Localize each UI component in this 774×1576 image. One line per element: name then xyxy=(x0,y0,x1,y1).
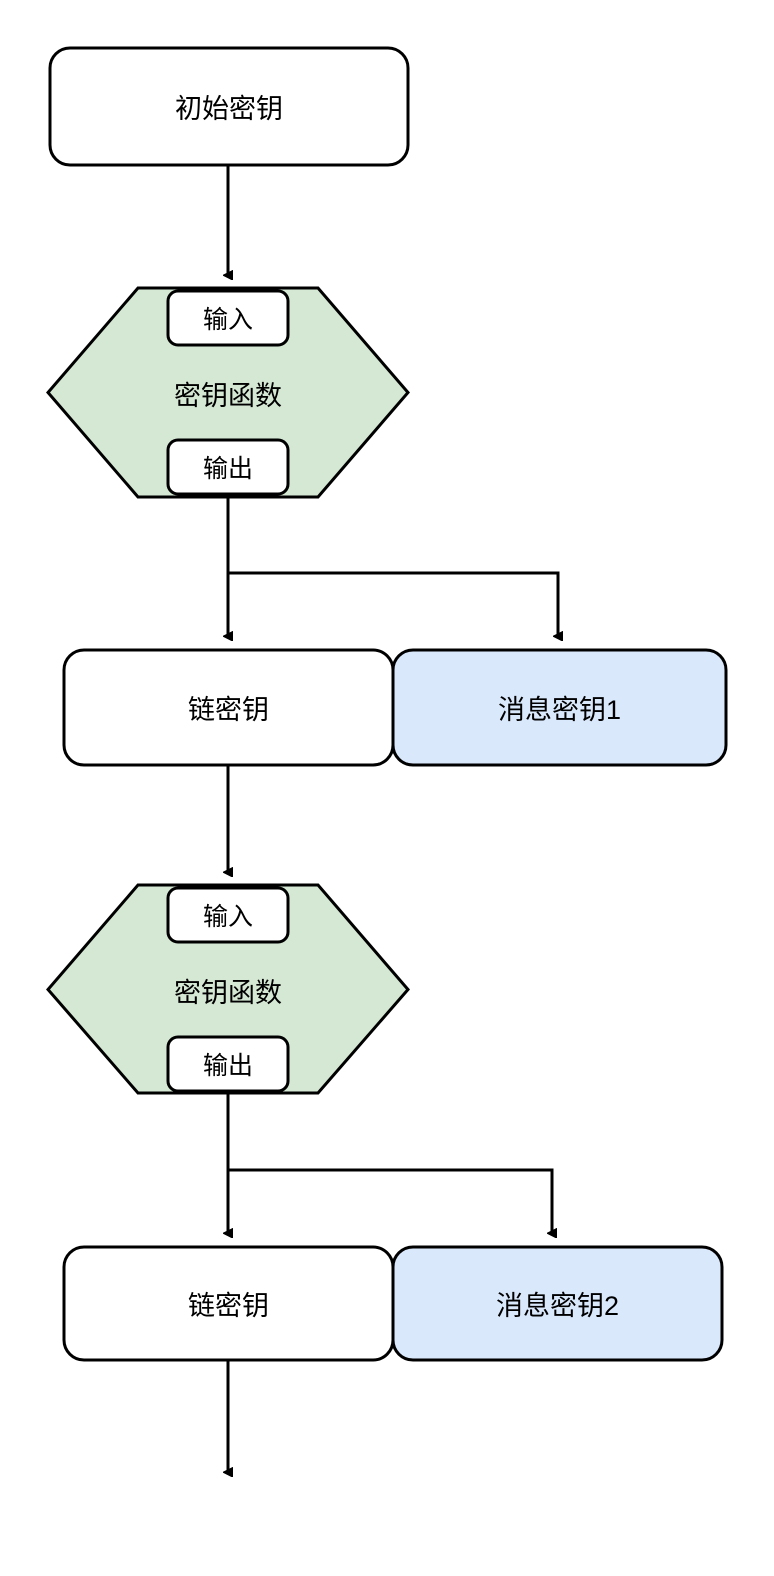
node-key-function-1-shape[interactable] xyxy=(46,286,410,499)
edge-kf1-to-msg1 xyxy=(228,571,558,636)
node-chain-key-1-shape[interactable] xyxy=(62,648,395,767)
port-output-2-shape[interactable] xyxy=(166,1035,290,1093)
node-chain-key-2-shape[interactable] xyxy=(62,1245,395,1362)
node-message-key-2-shape[interactable] xyxy=(391,1245,724,1362)
edge-kf2-to-msg2 xyxy=(228,1168,552,1233)
node-key-function-2-shape[interactable] xyxy=(46,883,410,1095)
node-message-key-1-shape[interactable] xyxy=(391,648,728,767)
port-output-1-shape[interactable] xyxy=(166,438,290,496)
port-input-1-shape[interactable] xyxy=(166,289,290,347)
port-input-2-shape[interactable] xyxy=(166,886,290,944)
node-initial-key-shape[interactable] xyxy=(48,46,410,167)
